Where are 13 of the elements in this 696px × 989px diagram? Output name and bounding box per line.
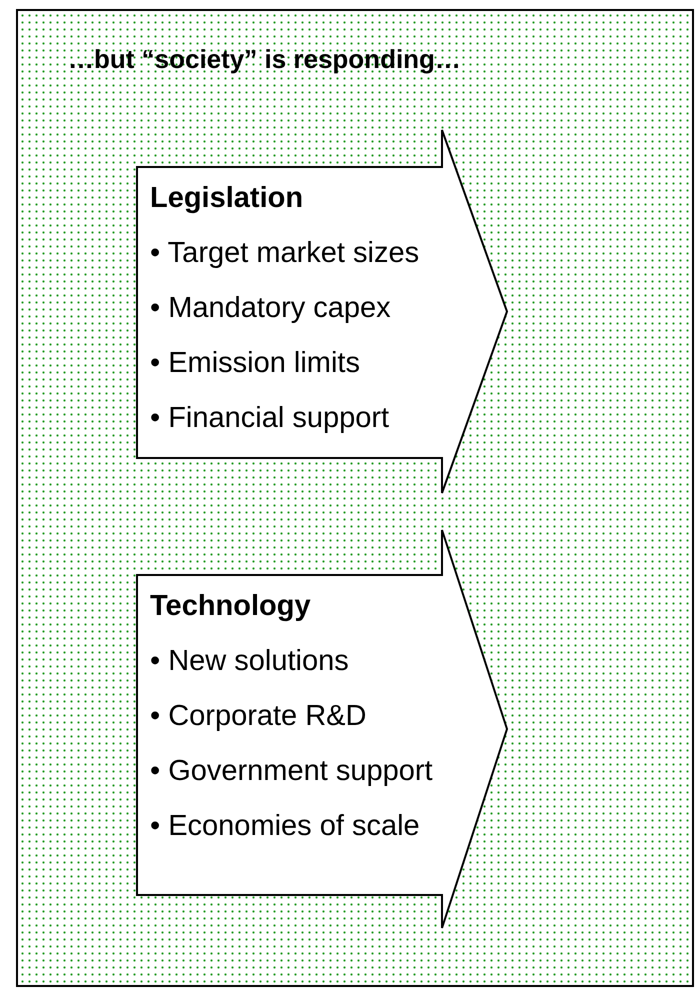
block-arrow [137, 130, 507, 493]
bullet-item: • Economies of scale [150, 810, 420, 843]
bullet-item: • Target market sizes [150, 237, 420, 270]
bullet-item: • Financial support [150, 402, 390, 435]
block-arrow [137, 530, 507, 928]
bullet-item: • Corporate R&D [150, 700, 366, 733]
bullet-item: • Emission limits [150, 347, 360, 380]
title: …but “society” is responding… [68, 44, 461, 75]
heading: Legislation [150, 182, 304, 215]
bullet-item: • Government support [150, 755, 433, 788]
bullet-item: • New solutions [150, 645, 349, 678]
bullet-item: • Mandatory capex [150, 292, 391, 325]
heading: Technology [150, 590, 311, 623]
